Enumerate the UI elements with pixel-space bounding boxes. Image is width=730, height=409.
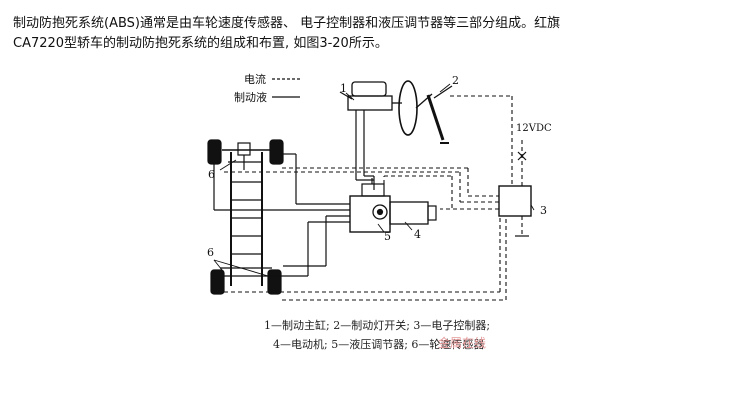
electric-motor — [389, 201, 437, 225]
label-2: 2 — [452, 74, 459, 87]
label-4: 4 — [414, 228, 421, 241]
electronic-controller — [498, 185, 532, 217]
rear-left-wheel — [210, 269, 225, 295]
front-left-wheel — [207, 139, 222, 165]
intro-paragraph: 制动防抱死系统(ABS)通常是由车轮速度传感器、 电子控制器和液压调节器等三部分… — [13, 14, 713, 54]
vehicle-frame — [220, 142, 272, 286]
hydraulic-modulator — [349, 178, 391, 233]
label-1: 1 — [340, 82, 347, 95]
fuse-icon — [517, 151, 527, 161]
label-6-rear: 6 — [207, 246, 214, 259]
electrical-wiring — [224, 95, 523, 301]
intro-line-2: CA7220型轿车的制动防抱死系统的组成和布置, 如图3-20所示。 — [13, 36, 388, 51]
voltage-label: 12VDC — [516, 123, 552, 134]
rear-right-wheel — [267, 269, 282, 295]
legend-current-label: 电流 — [244, 72, 266, 86]
label-6-front: 6 — [208, 168, 215, 181]
caption-line-2: 4—电动机; 5—液压调节器; 6—轮速传感器 — [273, 338, 485, 351]
front-right-wheel — [269, 139, 284, 165]
watermark: 金属在线 — [438, 336, 487, 350]
label-3: 3 — [540, 204, 547, 217]
intro-line-1: 制动防抱死系统(ABS)通常是由车轮速度传感器、 电子控制器和液压调节器等三部分… — [13, 16, 561, 31]
legend-fluid-label: 制动液 — [234, 90, 267, 104]
label-5: 5 — [384, 230, 391, 243]
brake-master-cylinder — [339, 80, 418, 136]
brake-fluid-lines — [213, 110, 375, 277]
brake-light-switch — [415, 85, 453, 144]
caption-line-1: 1—制动主缸; 2—制动灯开关; 3—电子控制器; — [264, 319, 491, 332]
